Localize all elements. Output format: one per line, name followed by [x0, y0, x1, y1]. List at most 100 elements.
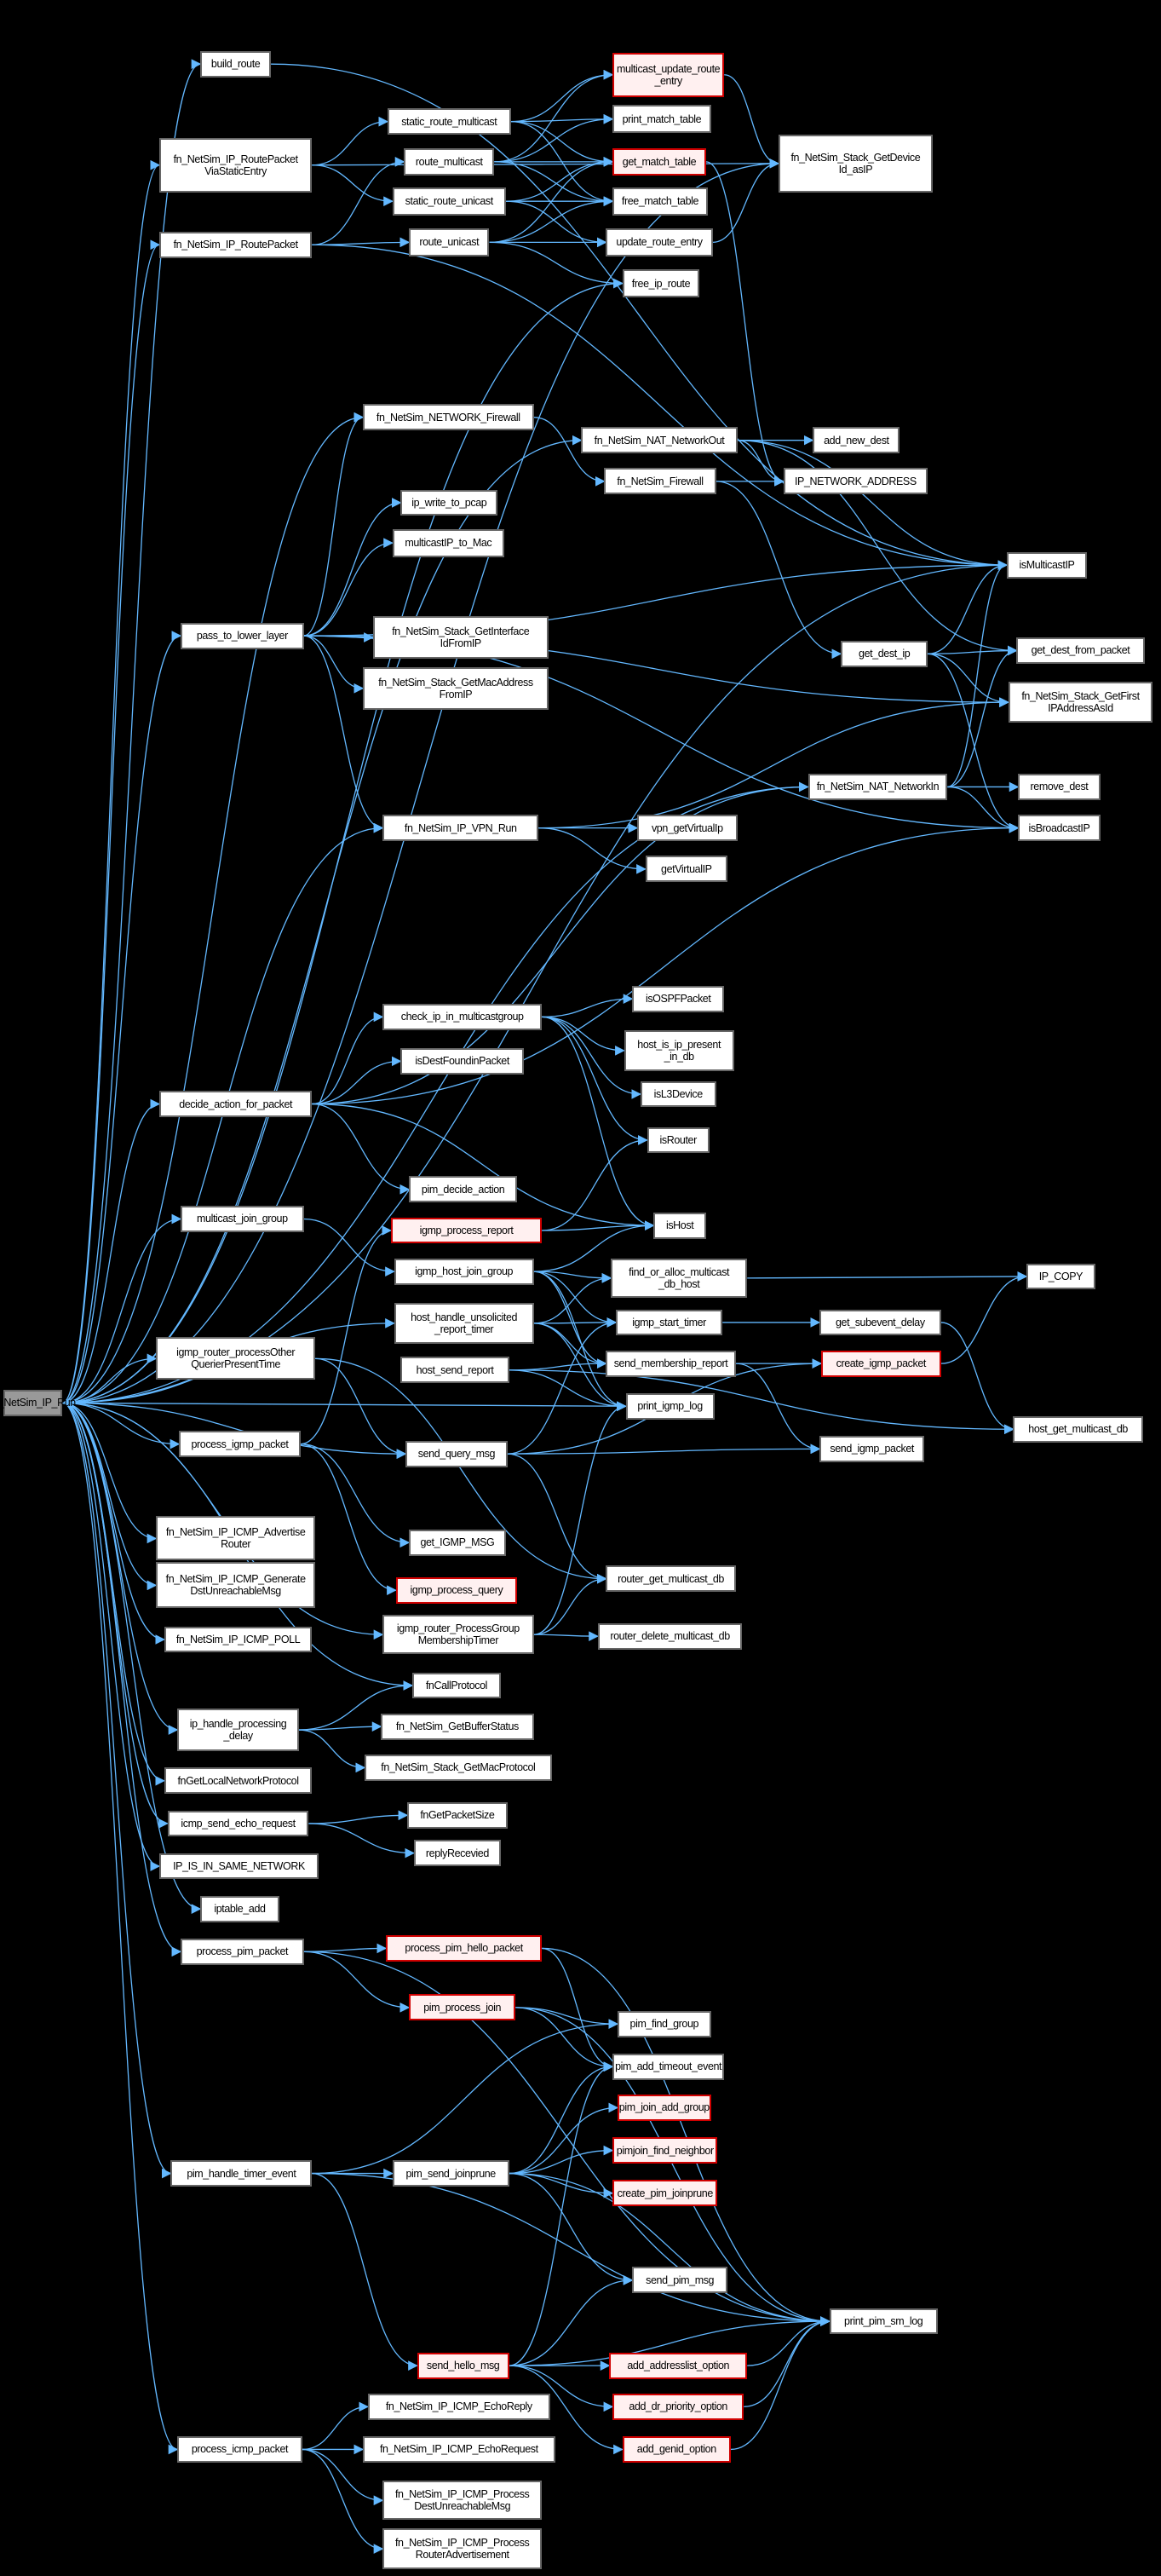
- node-process-icmp-packet[interactable]: process_icmp_packet: [177, 2436, 302, 2463]
- node-decide-action[interactable]: decide_action_for_packet: [159, 1091, 313, 1117]
- node-ip-copy[interactable]: IP_COPY: [1026, 1263, 1095, 1290]
- node-create-pim-joinprune[interactable]: create_pim_joinprune: [612, 2180, 718, 2207]
- node-route-unicast[interactable]: route_unicast: [409, 228, 490, 256]
- node-get-dest-ip[interactable]: get_dest_ip: [841, 640, 928, 667]
- node-pim-process-join[interactable]: pim_process_join: [409, 1994, 516, 2021]
- node-get-igmp-msg[interactable]: get_IGMP_MSG: [409, 1529, 506, 1556]
- node-igmp-start-timer[interactable]: igmp_start_timer: [615, 1309, 723, 1336]
- node-icmp-echo-reply[interactable]: fn_NetSim_IP_ICMP_EchoReply: [367, 2393, 550, 2420]
- node-multicast-join-group[interactable]: multicast_join_group: [181, 1206, 304, 1232]
- node-ishost[interactable]: isHost: [653, 1212, 706, 1239]
- node-igmp-process-report[interactable]: igmp_process_report: [390, 1217, 543, 1244]
- node-getmac[interactable]: fn_NetSim_Stack_GetMacAddress FromIP: [363, 666, 549, 710]
- node-remove-dest[interactable]: remove_dest: [1018, 774, 1101, 800]
- node-getbufferstatus[interactable]: fn_NetSim_GetBufferStatus: [381, 1713, 534, 1740]
- node-process-pim-packet[interactable]: process_pim_packet: [181, 1938, 304, 1965]
- node-multicastip-to-mac[interactable]: multicastIP_to_Mac: [392, 528, 504, 557]
- node-icmp-proc-dst[interactable]: fn_NetSim_IP_ICMP_Process DestUnreachabl…: [382, 2481, 543, 2521]
- node-igmp-router-group-timer[interactable]: igmp_router_ProcessGroup MembershipTimer: [382, 1615, 534, 1655]
- node-pim-send-joinprune[interactable]: pim_send_joinprune: [392, 2160, 509, 2187]
- node-send-igmp-packet[interactable]: send_igmp_packet: [819, 1435, 925, 1462]
- node-fngetpacketsize[interactable]: fnGetPacketSize: [407, 1801, 508, 1829]
- node-nat-out[interactable]: fn_NetSim_NAT_NetworkOut: [581, 427, 738, 454]
- node-isospf[interactable]: isOSPFPacket: [632, 985, 725, 1012]
- node-multicast-update-route-entry[interactable]: multicast_update_route _entry: [612, 52, 725, 97]
- node-igmp-router-other[interactable]: igmp_router_processOther QuerierPresentT…: [156, 1337, 316, 1380]
- node-getmacprotocol[interactable]: fn_NetSim_Stack_GetMacProtocol: [364, 1754, 552, 1781]
- node-route-multicast[interactable]: route_multicast: [404, 147, 495, 176]
- node-icmp-poll[interactable]: fn_NetSim_IP_ICMP_POLL: [164, 1626, 313, 1653]
- node-build-route[interactable]: build_route: [200, 50, 272, 78]
- node-vpn-getvirtualip[interactable]: vpn_getVirtualIp: [637, 815, 738, 842]
- node-add-genid[interactable]: add_genid_option: [622, 2436, 731, 2463]
- node-check-ip[interactable]: check_ip_in_multicastgroup: [382, 1003, 543, 1030]
- node-add-new-dest[interactable]: add_new_dest: [813, 427, 900, 454]
- node-replyrecevied[interactable]: replyRecevied: [413, 1840, 501, 1867]
- node-getfirstip[interactable]: fn_NetSim_Stack_GetFirst IPAddressAsId: [1008, 682, 1153, 723]
- node-print-pim-sm-log[interactable]: print_pim_sm_log: [829, 2308, 938, 2335]
- node-router-get-multicast-db[interactable]: router_get_multicast_db: [606, 1565, 736, 1593]
- node-icmp-gen-dst[interactable]: fn_NetSim_IP_ICMP_Generate DstUnreachabl…: [156, 1562, 316, 1609]
- node-get-dest-from-packet[interactable]: get_dest_from_packet: [1016, 637, 1145, 664]
- node-rp-static[interactable]: fn_NetSim_IP_RoutePacket ViaStaticEntry: [159, 137, 313, 193]
- node-router-delete-multicast-db[interactable]: router_delete_multicast_db: [597, 1622, 743, 1650]
- node-print-igmp-log[interactable]: print_igmp_log: [625, 1392, 715, 1420]
- node-static-route-multicast[interactable]: static_route_multicast: [387, 108, 511, 135]
- node-send-hello-msg[interactable]: send_hello_msg: [417, 2352, 509, 2379]
- node-host-handle-unsolicited[interactable]: host_handle_unsolicited _report_timer: [394, 1302, 534, 1344]
- node-isl3device[interactable]: isL3Device: [640, 1081, 716, 1108]
- node-getdevid[interactable]: fn_NetSim_Stack_GetDevice Id_asIP: [778, 135, 934, 193]
- node-add-dr-priority[interactable]: add_dr_priority_option: [612, 2393, 744, 2420]
- node-update-route-entry[interactable]: update_route_entry: [606, 228, 713, 256]
- node-icmp-echo-request[interactable]: fn_NetSim_IP_ICMP_EchoRequest: [363, 2436, 555, 2463]
- node-ip-network-address[interactable]: IP_NETWORK_ADDRESS: [783, 468, 928, 495]
- node-process-igmp-packet[interactable]: process_igmp_packet: [179, 1431, 301, 1457]
- node-create-igmp-packet[interactable]: create_igmp_packet: [820, 1350, 941, 1377]
- node-icmp-proc-adv[interactable]: fn_NetSim_IP_ICMP_Process RouterAdvertis…: [382, 2527, 543, 2570]
- node-static-route-unicast[interactable]: static_route_unicast: [392, 187, 506, 216]
- node-add-addresslist[interactable]: add_addresslist_option: [609, 2352, 748, 2379]
- node-pim-handle-timer[interactable]: pim_handle_timer_event: [170, 2160, 313, 2187]
- node-getvirtualip[interactable]: getVirtualIP: [645, 856, 728, 883]
- node-free-ip-route[interactable]: free_ip_route: [622, 269, 700, 297]
- node-get-subevent-delay[interactable]: get_subevent_delay: [819, 1309, 941, 1336]
- node-nat-in[interactable]: fn_NetSim_NAT_NetworkIn: [808, 774, 948, 800]
- node-net-firewall[interactable]: fn_NetSim_NETWORK_Firewall: [363, 404, 534, 431]
- node-root[interactable]: fn_NetSim_IP_Run: [0, 1389, 76, 1416]
- node-fncallprotocol[interactable]: fnCallProtocol: [411, 1672, 501, 1699]
- node-igmp-host-join-group[interactable]: igmp_host_join_group: [394, 1258, 534, 1285]
- node-host-is-ip-present[interactable]: host_is_ip_present _in_db: [624, 1029, 734, 1071]
- node-pim-find-group[interactable]: pim_find_group: [617, 2010, 711, 2037]
- node-find-or-alloc[interactable]: find_or_alloc_multicast _db_host: [611, 1258, 748, 1298]
- node-isbroadcastip[interactable]: isBroadcastIP: [1018, 815, 1101, 842]
- node-pass-to-lower-layer[interactable]: pass_to_lower_layer: [181, 622, 304, 649]
- node-rp[interactable]: fn_NetSim_IP_RoutePacket: [159, 231, 313, 258]
- node-iptable-add[interactable]: iptable_add: [200, 1895, 279, 1922]
- node-getifid[interactable]: fn_NetSim_Stack_GetInterface IdFromIP: [372, 615, 549, 660]
- node-ip-handle-delay[interactable]: ip_handle_processing _delay: [177, 1708, 299, 1752]
- node-pimjoin-find-neighbor[interactable]: pimjoin_find_neighbor: [612, 2137, 718, 2164]
- node-host-get-multicast-db[interactable]: host_get_multicast_db: [1013, 1415, 1143, 1443]
- node-isrouter[interactable]: isRouter: [647, 1127, 710, 1154]
- node-ip-write-to-pcap[interactable]: ip_write_to_pcap: [400, 489, 498, 516]
- node-pim-decide-action[interactable]: pim_decide_action: [409, 1176, 518, 1203]
- node-send-pim-msg[interactable]: send_pim_msg: [632, 2267, 728, 2294]
- node-icmp-send-echo[interactable]: icmp_send_echo_request: [167, 1810, 309, 1837]
- node-ismulticastip[interactable]: isMulticastIP: [1006, 551, 1088, 579]
- node-process-pim-hello[interactable]: process_pim_hello_packet: [386, 1935, 543, 1962]
- node-isdestfound[interactable]: isDestFoundinPacket: [400, 1047, 524, 1075]
- node-icmp-adv[interactable]: fn_NetSim_IP_ICMP_Advertise Router: [156, 1516, 316, 1561]
- node-fngetlocalnetprotocol[interactable]: fnGetLocalNetworkProtocol: [164, 1767, 313, 1795]
- node-free-match-table[interactable]: free_match_table: [612, 187, 708, 216]
- node-send-membership-report[interactable]: send_membership_report: [606, 1350, 736, 1377]
- node-pim-join-add-group[interactable]: pim_join_add_group: [617, 2095, 711, 2121]
- node-igmp-process-query[interactable]: igmp_process_query: [395, 1576, 518, 1604]
- node-get-match-table[interactable]: get_match_table: [612, 147, 706, 176]
- node-ip-same-network[interactable]: IP_IS_IN_SAME_NETWORK: [159, 1853, 319, 1880]
- node-firewall[interactable]: fn_NetSim_Firewall: [604, 468, 716, 495]
- node-send-query-msg[interactable]: send_query_msg: [405, 1440, 508, 1467]
- node-print-match-table[interactable]: print_match_table: [612, 105, 711, 134]
- node-pim-add-timeout-event[interactable]: pim_add_timeout_event: [612, 2053, 725, 2080]
- node-vpn-run[interactable]: fn_NetSim_IP_VPN_Run: [382, 815, 539, 842]
- node-host-send-report[interactable]: host_send_report: [400, 1357, 509, 1384]
